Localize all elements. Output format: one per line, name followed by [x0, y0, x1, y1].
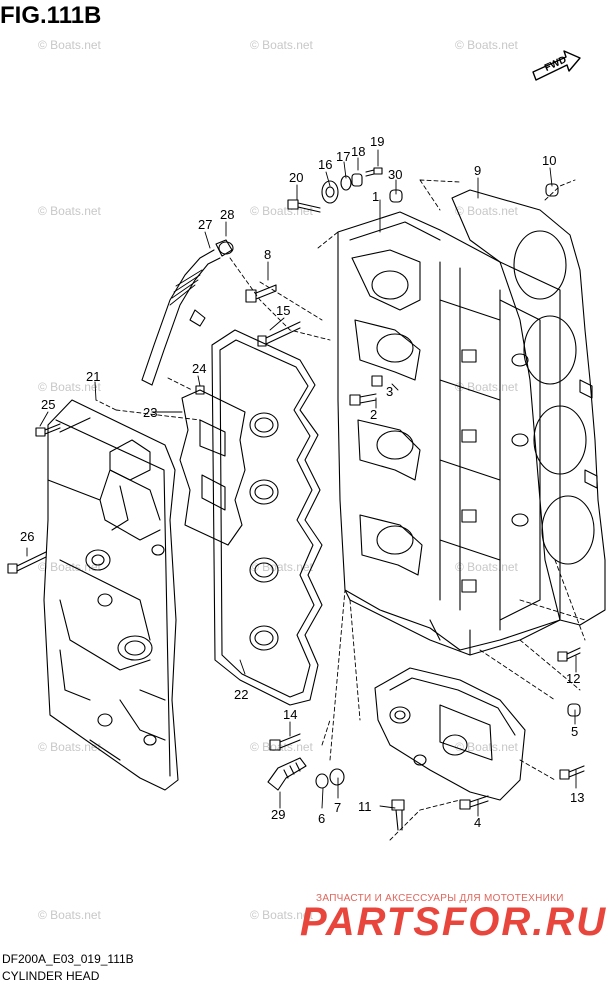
watermark: © Boats.net [38, 204, 101, 218]
bolt-25 [35, 423, 61, 437]
watermark: © Boats.net [250, 204, 313, 218]
watermark: © Boats.net [455, 740, 518, 754]
bolt-15 [257, 321, 301, 347]
bolt-20 [287, 199, 321, 213]
figure-title: FIG.111B [0, 2, 102, 29]
lower-housing [374, 667, 526, 801]
bolt-14 [269, 733, 301, 751]
watermark: © Boats.net [38, 740, 101, 754]
callout-4: 4 [474, 815, 482, 830]
fwd-arrow-icon [532, 50, 581, 81]
callout-17: 17 [336, 149, 351, 164]
watermark: © Boats.net [455, 204, 518, 218]
callout-16: 16 [318, 157, 333, 172]
callout-leaders [26, 149, 577, 817]
callout-14: 14 [283, 707, 298, 722]
callout-30: 30 [388, 167, 403, 182]
callout-26: 26 [20, 529, 35, 544]
bolt-12 [557, 647, 581, 662]
washer-18 [351, 173, 363, 187]
callout-25: 25 [41, 397, 56, 412]
watermark: © Boats.net [38, 908, 101, 922]
figure-code: DF200A_E03_019_111B [2, 952, 134, 966]
callout-8: 8 [264, 247, 272, 262]
assembly-leader-lines [95, 179, 586, 841]
callout-28: 28 [220, 207, 235, 222]
dowel-30 [389, 189, 403, 203]
callout-13: 13 [570, 790, 585, 805]
bolt-19 [365, 167, 383, 177]
dowel-5 [567, 703, 581, 717]
bolt-26 [7, 551, 47, 574]
dowel-10 [545, 183, 559, 197]
watermark: © Boats.net [38, 380, 101, 394]
bolt-24 [195, 385, 205, 395]
callout-22: 22 [234, 687, 249, 702]
callout-24: 24 [192, 361, 207, 376]
callout-5: 5 [571, 724, 579, 739]
breather-hose [141, 239, 233, 386]
bolt-3 [371, 375, 383, 387]
callout-29: 29 [271, 807, 286, 822]
head-gasket [451, 189, 606, 626]
callout-27: 27 [198, 217, 213, 232]
callout-7: 7 [334, 800, 342, 815]
figure-name: CYLINDER HEAD [2, 969, 100, 983]
callout-11: 11 [358, 799, 372, 814]
cylinder-head-block [337, 211, 561, 656]
washer-6 [315, 773, 329, 789]
watermark: © Boats.net [455, 38, 518, 52]
callout-15: 15 [276, 303, 291, 318]
shop-logo: PARTSFOR.RU [300, 900, 608, 944]
callout-20: 20 [289, 170, 304, 185]
head-cover-gasket [211, 329, 323, 706]
bolt-2 [349, 393, 377, 406]
watermark: © Boats.net [250, 38, 313, 52]
callout-12: 12 [566, 671, 581, 686]
callout-10: 10 [542, 153, 557, 168]
cylinder-head-cover [43, 399, 179, 791]
callout-9: 9 [474, 163, 482, 178]
shop-caption: ЗАПЧАСТИ И АКСЕССУАРЫ ДЛЯ МОТОТЕХНИКИ [316, 893, 564, 904]
baffle-plate [179, 389, 246, 546]
callout-19: 19 [370, 134, 385, 149]
watermark: © Boats.net [455, 560, 518, 574]
o-ring-7 [329, 768, 345, 786]
watermark: © Boats.net [38, 560, 101, 574]
clamp-28 [218, 241, 234, 255]
bolt-11 [391, 799, 405, 831]
callout-21: 21 [86, 369, 101, 384]
watermark: © Boats.net [250, 908, 313, 922]
callout-3: 3 [386, 384, 394, 399]
o-ring-17 [340, 175, 352, 191]
callout-18: 18 [351, 144, 366, 159]
callout-23: 23 [143, 405, 158, 420]
bolt-8 [245, 284, 277, 303]
watermark: © Boats.net [38, 38, 101, 52]
callout-1: 1 [372, 189, 380, 204]
sensor-16 [321, 180, 339, 204]
callout-2: 2 [370, 407, 378, 422]
callout-6: 6 [318, 811, 326, 826]
spark-plug-29 [267, 757, 307, 791]
bolt-13 [559, 765, 585, 780]
bolt-4 [459, 795, 489, 810]
